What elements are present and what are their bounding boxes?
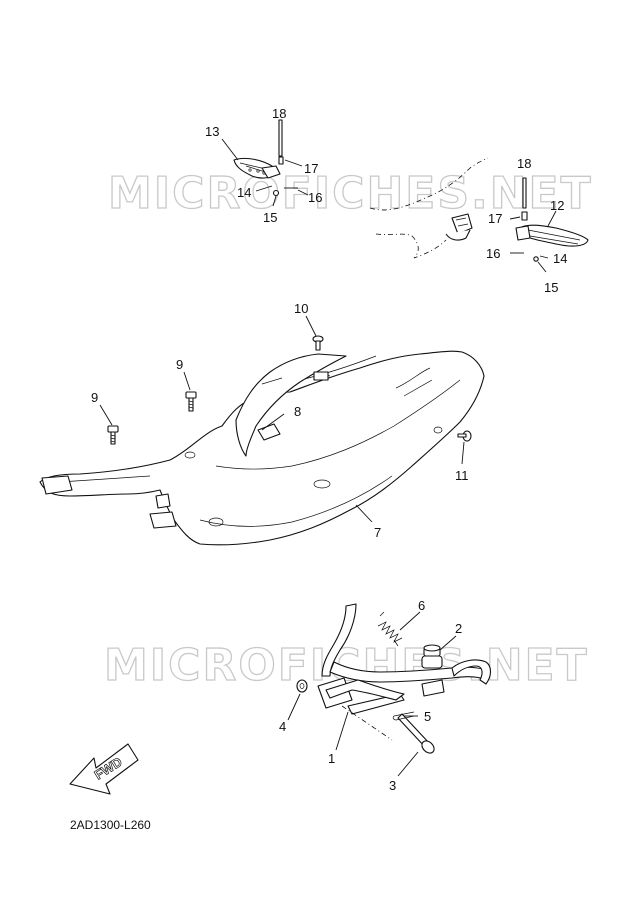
callout-15-right: 15 bbox=[544, 280, 558, 295]
callout-10: 10 bbox=[294, 301, 308, 316]
side-stand bbox=[317, 603, 492, 715]
callout-9-left: 9 bbox=[91, 390, 98, 405]
cover-rear-brackets bbox=[41, 475, 177, 529]
rubber-stop bbox=[421, 644, 443, 669]
callout-13: 13 bbox=[205, 124, 219, 139]
callout-5: 5 bbox=[424, 709, 431, 724]
callout-18-right: 18 bbox=[517, 156, 531, 171]
footrest-left bbox=[233, 157, 281, 179]
screw-9-right bbox=[185, 391, 197, 412]
callout-2: 2 bbox=[455, 621, 462, 636]
spring bbox=[377, 611, 403, 647]
cover-inner-panel bbox=[235, 353, 347, 457]
callout-15-left: 15 bbox=[263, 210, 277, 225]
side-cover bbox=[39, 350, 485, 546]
screw-11 bbox=[457, 430, 472, 442]
callout-17-right: 17 bbox=[488, 211, 502, 226]
callout-6: 6 bbox=[418, 598, 425, 613]
callout-1: 1 bbox=[328, 751, 335, 766]
screw-10 bbox=[312, 335, 324, 351]
callout-17-left: 17 bbox=[304, 161, 318, 176]
diagram-code: 2AD1300-L260 bbox=[70, 818, 151, 832]
callout-16-right: 16 bbox=[486, 246, 500, 261]
footrest-left-hardware bbox=[272, 119, 298, 197]
footrest-right bbox=[515, 224, 589, 247]
footrest-right-hardware bbox=[510, 177, 539, 262]
callout-7: 7 bbox=[374, 525, 381, 540]
callout-4: 4 bbox=[279, 719, 286, 734]
callout-16-left: 16 bbox=[308, 190, 322, 205]
fwd-arrow-icon: FWD bbox=[69, 743, 139, 795]
stand-bolt bbox=[397, 713, 435, 754]
callout-3: 3 bbox=[389, 778, 396, 793]
frame-bracket bbox=[369, 157, 489, 259]
callout-14-left: 14 bbox=[237, 185, 251, 200]
callout-9-right: 9 bbox=[176, 357, 183, 372]
callout-12: 12 bbox=[550, 198, 564, 213]
callout-11: 11 bbox=[455, 468, 469, 483]
screw-9-left bbox=[107, 425, 119, 445]
cotter-pin bbox=[392, 711, 415, 721]
washer bbox=[296, 679, 308, 693]
watermark-top: MICROFICHES.NET bbox=[108, 168, 593, 219]
callout-8: 8 bbox=[294, 404, 301, 419]
callout-14-right: 14 bbox=[553, 251, 567, 266]
callout-18-left: 18 bbox=[272, 106, 286, 121]
